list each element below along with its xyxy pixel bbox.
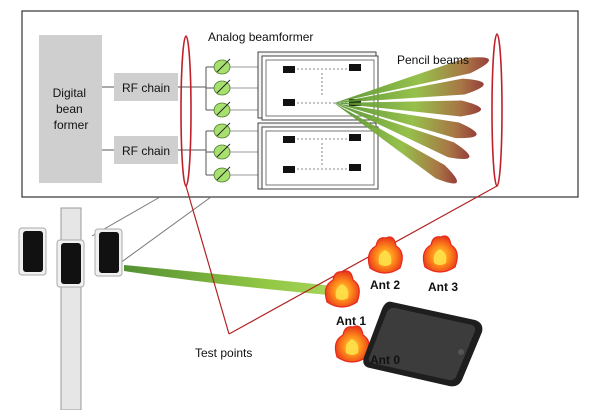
- pencil-beam: [334, 100, 482, 117]
- zoom-line-right: [115, 196, 212, 267]
- rf-chain-label-2: RF chain: [122, 144, 170, 158]
- pencil-beam: [334, 78, 484, 103]
- pencil-beam: [334, 57, 490, 103]
- flame-icon: [334, 325, 370, 363]
- test-point-lines: [185, 185, 498, 335]
- analog-beamformer-label: Analog beamformer: [208, 30, 313, 44]
- flame-icon: [422, 235, 458, 273]
- pencil-beams-label: Pencil beams: [397, 53, 469, 67]
- digital-beamformer-block: [39, 35, 102, 183]
- base-station: [18, 207, 123, 410]
- splitter-tree-2: [196, 130, 214, 176]
- phase-arrow-icon: [216, 58, 231, 73]
- long-pencil-beam: [124, 265, 359, 297]
- phase-arrow-icon: [216, 166, 231, 181]
- digital-beamformer-label: Digital bean former: [53, 86, 90, 132]
- pencil-beam: [334, 103, 458, 184]
- mobile-phone: [363, 301, 483, 387]
- phase-arrow-icon: [216, 79, 231, 94]
- test-point-label-ant-2: Ant 2: [370, 278, 400, 292]
- test-point-flames: [324, 235, 458, 363]
- test-point-label-ant-0: Ant 0: [370, 353, 400, 367]
- flame-icon: [367, 236, 403, 274]
- test-points-label: Test points: [195, 346, 252, 360]
- phase-arrow-icon: [216, 101, 231, 116]
- splitter-tree-1: [196, 66, 214, 111]
- rf-chain-label-1: RF chain: [122, 81, 170, 95]
- rf-chain-block-1: [114, 73, 178, 101]
- test-point-label-ant-1: Ant 1: [336, 314, 366, 328]
- phase-shifter-group: [213, 58, 266, 183]
- test-point-label-ant-3: Ant 3: [428, 280, 458, 294]
- phase-arrow-icon: [216, 143, 231, 158]
- rf-chain-block-2: [114, 136, 178, 164]
- pencil-beam: [334, 103, 477, 139]
- pencil-beam-group: [334, 57, 490, 184]
- pencil-beam: [334, 103, 470, 160]
- flame-icon: [324, 270, 360, 308]
- phase-arrow-icon: [216, 122, 231, 137]
